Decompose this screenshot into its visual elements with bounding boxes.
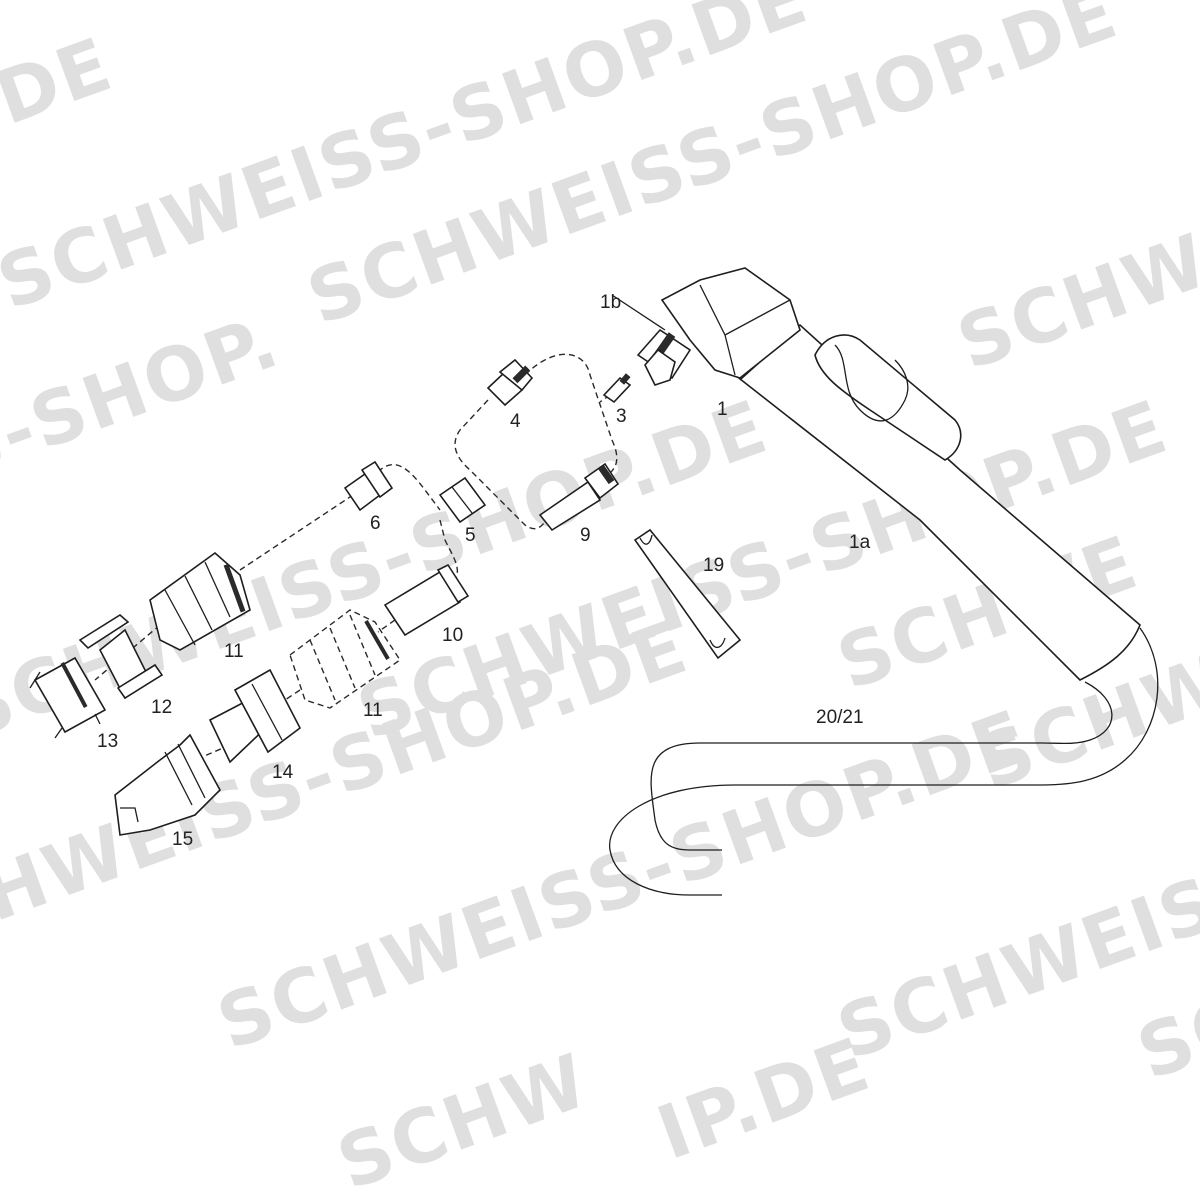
nozzle-dashed-segment xyxy=(349,614,376,676)
part-13-guide xyxy=(29,656,107,739)
part-5-collet xyxy=(438,476,487,524)
label-10: 10 xyxy=(442,625,463,646)
part-5-edge xyxy=(451,486,473,514)
nozzle-segment xyxy=(184,575,213,631)
part-15-edge xyxy=(164,751,193,806)
part-labels: 1b 1 1a 3 4 5 6 9 10 11 11 12 13 14 15 1… xyxy=(97,292,871,850)
spanner-body xyxy=(633,528,742,660)
part-15-cutting-guide xyxy=(114,733,221,836)
dashed-path-6-11 xyxy=(239,494,354,571)
label-1: 1 xyxy=(717,399,728,420)
part-14-back xyxy=(233,668,302,754)
label-12: 12 xyxy=(151,697,172,718)
part-12-spacer xyxy=(78,614,164,700)
nozzle-dashed-thread xyxy=(364,619,390,661)
nozzle-segment xyxy=(164,589,196,646)
part-1b-cap xyxy=(644,348,676,386)
part-12-top xyxy=(78,614,130,650)
watermark-fragment: IP.DE xyxy=(647,1021,882,1176)
part-12-bottom xyxy=(116,663,164,700)
torch-body-part-1 xyxy=(611,267,1141,681)
trigger-switch xyxy=(814,334,962,461)
dashed-path-10-11 xyxy=(377,619,396,633)
part-6-insulator xyxy=(343,460,394,512)
part-15-notch xyxy=(120,807,139,823)
part-9-thread xyxy=(598,465,615,485)
part-6-flange xyxy=(360,460,394,499)
part-13-edge xyxy=(60,661,88,709)
dashed-path-4-9-left xyxy=(454,399,546,530)
leader-line-1b xyxy=(611,294,666,331)
head-edge xyxy=(724,334,736,376)
part-4-gas-diffuser xyxy=(486,358,534,407)
label-13: 13 xyxy=(97,731,118,752)
part-11-nozzle-upper xyxy=(149,551,251,651)
label-6: 6 xyxy=(370,513,381,534)
part-14-nozzle xyxy=(208,668,302,764)
label-19: 19 xyxy=(703,555,724,576)
dashed-path-11-14 xyxy=(284,689,301,701)
part-11-nozzle-lower xyxy=(289,609,401,709)
dashed-path-5-10 xyxy=(439,519,459,581)
watermark-fragment: P.DE xyxy=(0,22,124,167)
torch-handle-1a xyxy=(733,323,1141,681)
part-10-body xyxy=(383,570,462,637)
nozzle-dashed-segment xyxy=(309,639,336,701)
torch-head xyxy=(660,267,801,379)
part-4-thread xyxy=(512,365,531,384)
cable-part-20-21 xyxy=(609,627,1159,896)
spanner-jaw-top xyxy=(639,534,653,545)
part-10-rim xyxy=(436,563,470,604)
label-14: 14 xyxy=(272,762,294,783)
label-9: 9 xyxy=(580,525,591,546)
head-edge xyxy=(699,284,726,336)
electrode-thread xyxy=(619,373,631,385)
label-1b: 1b xyxy=(600,292,621,313)
part-9-body xyxy=(538,480,602,532)
label-1a: 1a xyxy=(849,532,871,553)
nozzle-dashed-segment xyxy=(329,627,356,689)
watermark-fragment: SCHWE xyxy=(947,199,1200,386)
label-5: 5 xyxy=(465,525,476,546)
part-3-electrode xyxy=(602,373,632,404)
label-3: 3 xyxy=(616,406,627,427)
dashed-path-4-9 xyxy=(524,353,618,479)
watermark-fragment: S-SHOP. xyxy=(0,298,290,497)
nozzle-thread xyxy=(223,563,246,613)
label-20-21: 20/21 xyxy=(816,707,864,728)
cable-inner xyxy=(650,681,1113,851)
head-edge xyxy=(724,299,791,336)
nozzle-segment xyxy=(204,561,231,618)
part-9-long-electrode xyxy=(538,462,620,532)
part-13-legs xyxy=(29,671,101,739)
spanner-jaw-bottom xyxy=(709,637,726,648)
nozzle-dashed-outline xyxy=(289,609,401,709)
part-14-edge xyxy=(251,683,283,741)
nozzle-body xyxy=(149,551,251,651)
cable-outer xyxy=(609,627,1159,896)
part-15-edge xyxy=(177,743,206,799)
label-15: 15 xyxy=(172,829,193,850)
label-11-lower: 11 xyxy=(363,700,383,721)
part-10-tip xyxy=(383,563,470,637)
label-4: 4 xyxy=(510,411,521,432)
switch-cable-loop xyxy=(834,344,909,422)
part-19-spanner xyxy=(633,528,742,660)
label-11-upper: 11 xyxy=(224,641,244,662)
watermark-fragment: SCHW xyxy=(327,1037,600,1200)
part-9-collar xyxy=(583,462,620,500)
